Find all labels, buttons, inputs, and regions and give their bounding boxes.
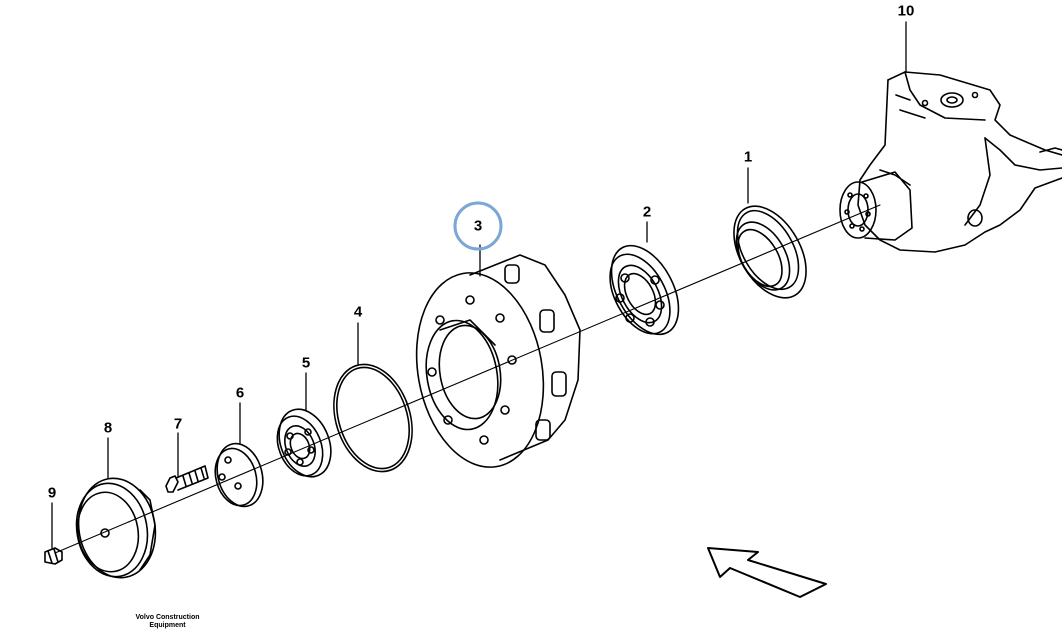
callout-8[interactable]: 8: [103, 419, 113, 437]
small-bearing-part-5: [276, 408, 332, 478]
assembly-axis-line: [54, 204, 881, 554]
bolt-part-7: [165, 465, 209, 493]
callout-7[interactable]: 7: [173, 415, 183, 433]
callout-10[interactable]: 10: [897, 2, 915, 20]
highlight-ring: [453, 201, 503, 251]
seal-ring-part-1: [733, 205, 807, 299]
footer-line-2: Equipment: [149, 622, 186, 629]
callout-3[interactable]: 3: [473, 217, 483, 235]
callout-1[interactable]: 1: [743, 148, 753, 166]
plug-part-9: [44, 547, 63, 565]
wheel-hub-part-3: [415, 254, 581, 468]
footer-line-1: Volvo Construction: [135, 614, 200, 621]
washer-plate-part-6: [214, 442, 264, 508]
callout-5[interactable]: 5: [301, 354, 311, 372]
o-ring-part-4: [333, 363, 413, 473]
cover-cap-part-8: [75, 477, 157, 579]
callout-6[interactable]: 6: [235, 384, 245, 402]
callout-9[interactable]: 9: [47, 484, 57, 502]
direction-arrow: [707, 547, 827, 598]
footer-credit: Volvo Construction Equipment: [110, 614, 225, 630]
callout-4[interactable]: 4: [353, 303, 363, 321]
callout-2[interactable]: 2: [642, 203, 652, 221]
roller-bearing-part-2: [609, 244, 680, 336]
steering-knuckle-part-10: [839, 71, 1062, 253]
